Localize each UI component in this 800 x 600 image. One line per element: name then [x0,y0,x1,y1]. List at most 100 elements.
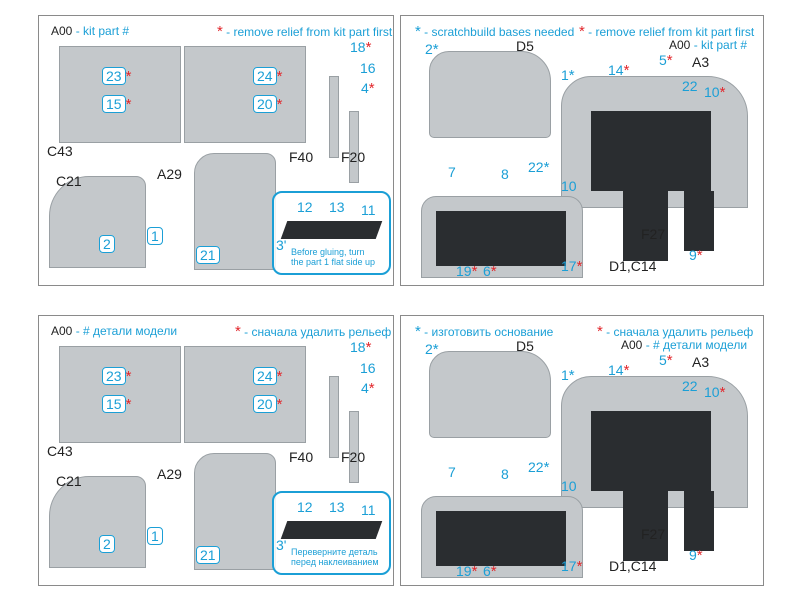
rear-dials [436,511,566,566]
kit-legend: A00 - kit part # [669,38,747,52]
note-line: Before gluing, turn [291,247,365,257]
label-c43: C43 [47,143,73,159]
rear-dials [436,211,566,266]
label-a3: A3 [692,54,710,70]
seat-part-c21 [49,476,146,568]
kit-label: - # детали модели [642,338,748,352]
lever-f40 [329,376,339,458]
label-10-star: 10 [704,84,720,100]
label-10: 10 [561,478,577,494]
left-console-part [59,346,181,443]
relief-label: - сначала удалить рельеф [240,325,392,339]
red-star: * [276,96,283,113]
kit-legend: A00 - # детали модели [51,324,177,338]
red-star: * [719,384,726,401]
label-2: 2 [425,41,433,57]
right-console-part [184,346,306,443]
label-20: 20 [253,95,277,113]
label-c21: C21 [56,173,82,189]
label-d1-c14: D1,C14 [609,258,657,274]
kit-code: A00 [51,24,73,38]
label-24: 24 [253,367,277,385]
cyan-star: * [415,323,421,340]
label-c43: C43 [47,443,73,459]
seat-part-c21 [49,176,146,268]
label-6: 6 [483,563,491,579]
label-6: 6 [483,263,491,279]
label-4: 4 [361,380,369,396]
red-star: * [235,323,241,340]
label-14: 14 [608,362,624,378]
label-8: 8 [501,466,509,482]
kit-legend: A00 - # детали модели [621,338,747,352]
red-star: * [696,547,703,564]
label-19: 19 [456,263,472,279]
scratch-legend: * - изготовить основание [415,323,553,340]
scratch-label: - scratchbuild bases needed [420,25,575,39]
kit-label: - kit part # [72,24,130,38]
label-12: 12 [297,199,313,215]
red-star: * [368,80,375,97]
relief-legend: * - сначала удалить рельеф [235,323,391,340]
label-f27: F27 [641,226,666,242]
label-15: 15 [102,95,126,113]
label-f40: F40 [289,449,314,465]
label-1: 1 [147,227,163,245]
instrument-dials [591,411,711,491]
red-star: * [623,62,630,79]
cyan-star: * [543,159,550,176]
kit-code: A00 [621,338,643,352]
label-d5: D5 [516,38,534,54]
label-18: 18 [350,339,366,355]
label-1: 1 [147,527,163,545]
lever-f20 [349,411,359,483]
red-star: * [276,68,283,85]
relief-legend: * - сначала удалить рельеф [597,323,753,340]
relief-label: - сначала удалить рельеф [602,325,754,339]
label-15: 15 [102,395,126,413]
label-5: 5 [659,52,667,68]
red-star: * [623,362,630,379]
label-a29: A29 [157,466,182,482]
note-line: Переверните деталь [291,547,378,557]
label-5: 5 [659,352,667,368]
label-2: 2 [425,341,433,357]
label-20: 20 [253,395,277,413]
red-star: * [576,558,583,575]
label-9: 9 [689,547,697,563]
label-13: 13 [329,499,345,515]
red-star: * [125,68,132,85]
center-console [623,491,668,561]
label-11: 11 [361,502,376,518]
red-star: * [125,368,132,385]
glareshield-part [429,51,551,138]
label-21: 21 [196,546,220,564]
label-24: 24 [253,67,277,85]
red-star: * [719,84,726,101]
label-7: 7 [448,164,456,180]
label-22-star: 22 [528,459,544,475]
instrument-dials [591,111,711,191]
red-star: * [576,258,583,275]
red-star: * [471,563,478,580]
label-10-star: 10 [704,384,720,400]
cyan-star: * [568,67,575,84]
label-f20: F20 [341,449,366,465]
label-d5: D5 [516,338,534,354]
label-11: 11 [361,202,376,218]
label-23: 23 [102,67,126,85]
cyan-star: * [432,41,439,58]
label-22-star: 22 [528,159,544,175]
label-f27: F27 [641,526,666,542]
label-23: 23 [102,367,126,385]
cyan-star: * [543,459,550,476]
red-star: * [490,263,497,280]
label-17: 17 [561,558,577,574]
glareshield-part [429,351,551,438]
relief-label: - remove relief from kit part first [584,25,755,39]
center-console [623,191,668,261]
label-9: 9 [689,247,697,263]
label-f40: F40 [289,149,314,165]
note-line: the part 1 flat side up [291,257,376,267]
red-star: * [471,263,478,280]
